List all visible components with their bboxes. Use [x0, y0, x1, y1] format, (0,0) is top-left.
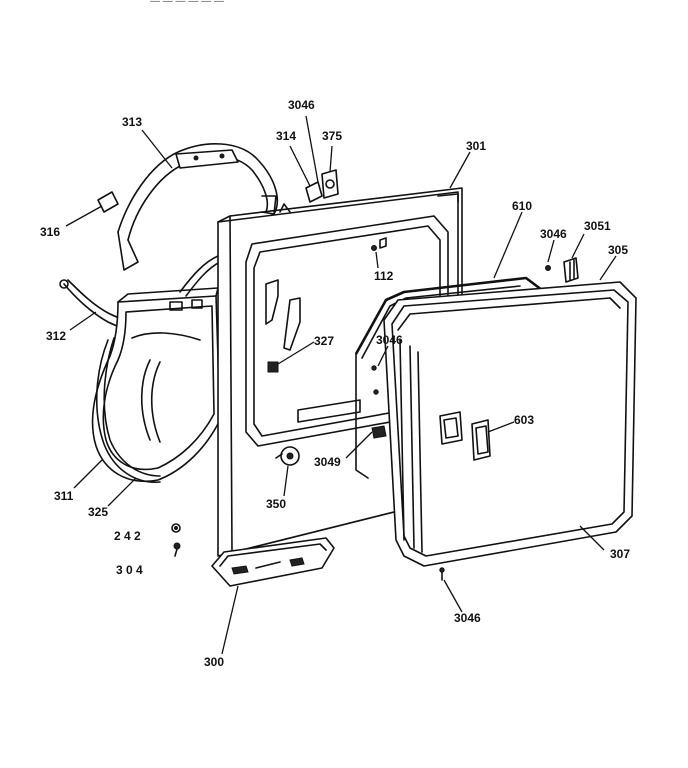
callout-312: 312 [46, 329, 66, 343]
part-375-door-switch [321, 169, 339, 199]
callout-304: 3 0 4 [116, 563, 143, 577]
part-300-toe-kick [211, 537, 335, 587]
part-242-nut [171, 523, 181, 533]
callout-leader-lines [65, 115, 617, 655]
part-314-switch [305, 181, 323, 203]
part-112-screw [371, 245, 377, 251]
callout-3046-hinge: 3046 [540, 227, 567, 241]
part-350-knob [275, 446, 300, 466]
callout-311: 311 [54, 489, 74, 503]
part-325-felt-seal [96, 337, 161, 483]
callout-350: 350 [266, 497, 286, 511]
callout-314: 314 [276, 129, 296, 143]
part-3046-door-screw [371, 365, 379, 395]
callout-3051: 3051 [584, 219, 611, 233]
callout-313: 313 [122, 115, 142, 129]
callout-327: 327 [314, 334, 334, 348]
callout-610: 610 [512, 199, 532, 213]
callout-316: 316 [40, 225, 60, 239]
part-3046-hinge-screw [545, 265, 551, 271]
callout-300: 300 [204, 655, 224, 669]
callout-603: 603 [514, 413, 534, 427]
callout-307: 307 [610, 547, 630, 561]
callout-242: 2 4 2 [114, 529, 141, 543]
callout-3046-bottom: 3046 [454, 611, 481, 625]
page-header-text: — — — — — — [150, 0, 224, 7]
callout-3046-door: 3046 [376, 333, 403, 347]
callout-3049: 3049 [314, 455, 341, 469]
part-3046-bottom-screw [439, 567, 445, 581]
callout-305: 305 [608, 243, 628, 257]
callout-labels: 3046 313 314 375 301 316 610 3046 3051 3… [40, 98, 630, 669]
part-304-screw [173, 542, 181, 557]
callout-325: 325 [88, 505, 108, 519]
part-3049-latch-strike [371, 425, 387, 439]
callout-112: 112 [374, 269, 394, 283]
part-313-bulkhead-ring [117, 143, 279, 271]
part-311-drum-front [91, 287, 221, 482]
part-316-seal-strip [97, 191, 119, 213]
part-3051-hinge [563, 257, 579, 283]
callout-301: 301 [466, 139, 486, 153]
callout-375: 375 [322, 129, 342, 143]
callout-3046-top: 3046 [288, 98, 315, 112]
